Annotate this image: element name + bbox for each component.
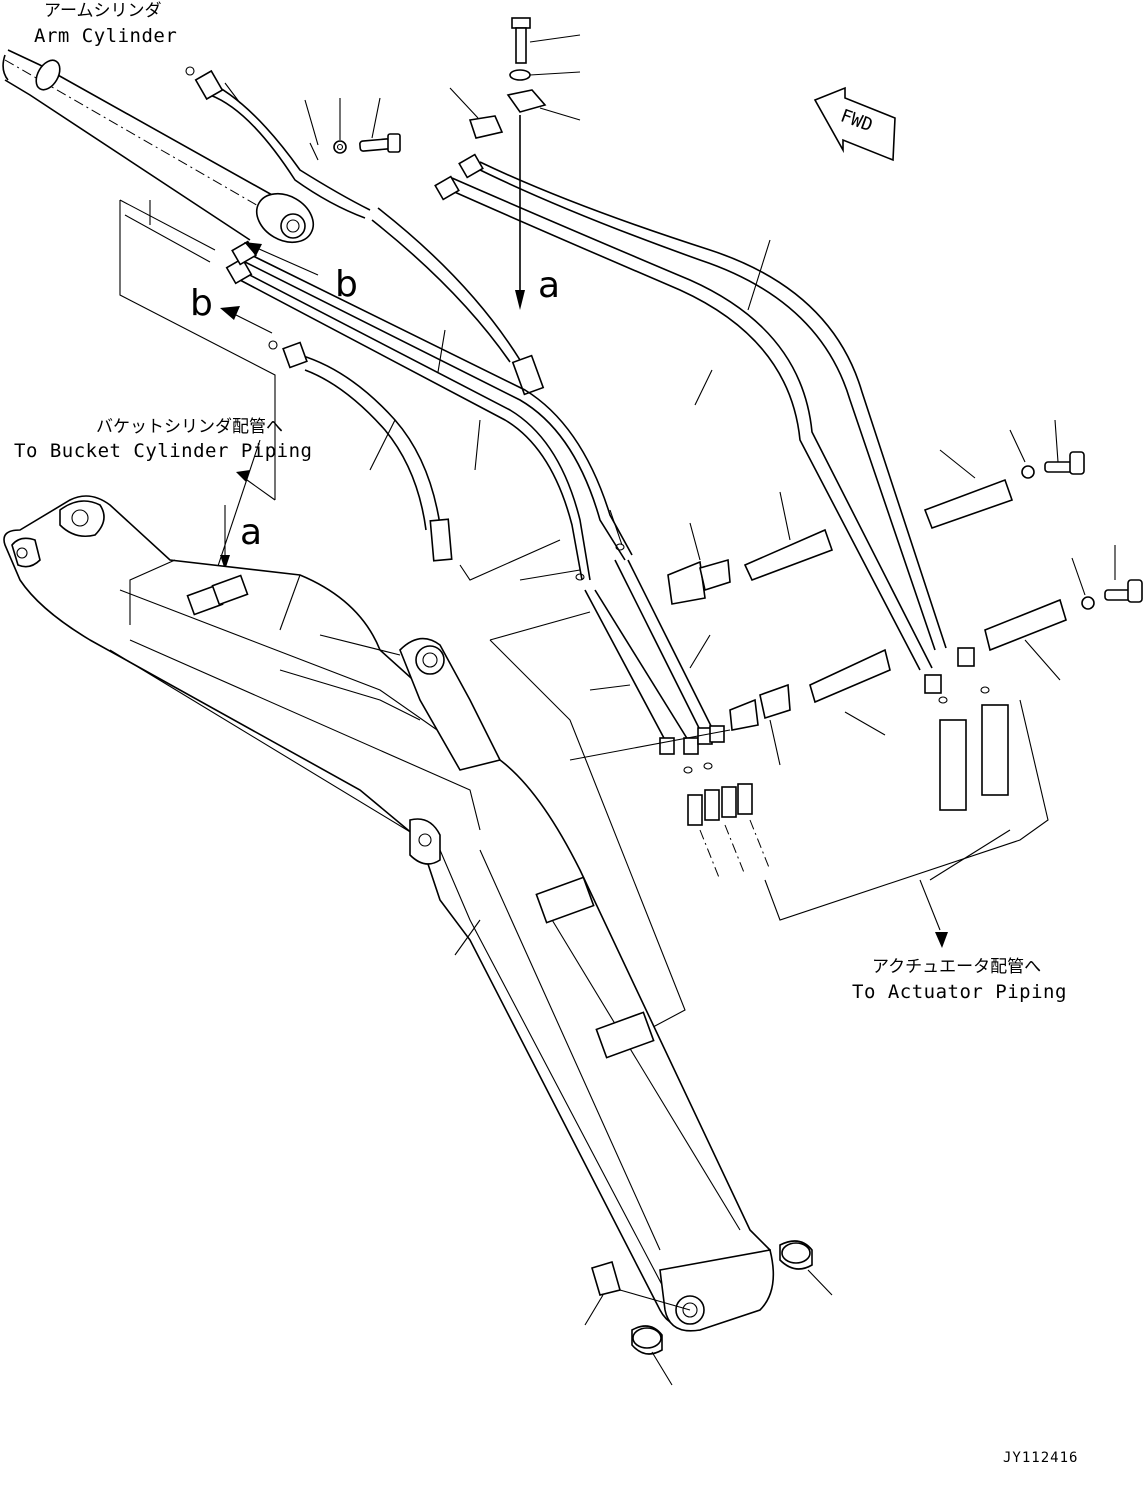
arm-cylinder-hose <box>194 69 545 396</box>
bucket-piping-label-en: To Bucket Cylinder Piping <box>14 440 312 462</box>
arrow-b-markers <box>220 242 319 570</box>
view-b-label-lower: b <box>190 283 213 324</box>
arm-tip-parts <box>584 1240 833 1386</box>
view-a-label-lower: a <box>240 512 262 553</box>
center-clamp <box>449 17 581 310</box>
hose-clamp-parts <box>304 97 401 154</box>
arm-cylinder-label-jp: アームシリンダ <box>44 1 161 21</box>
cylinder-tubes <box>225 240 633 581</box>
arm-body <box>3 495 775 1332</box>
bucket-hose <box>268 340 453 562</box>
view-b-label-upper: b <box>335 264 358 305</box>
arm-cylinder <box>2 49 315 263</box>
arm-cylinder-label-en: Arm Cylinder <box>34 25 177 47</box>
upper-tubes <box>434 153 975 694</box>
actuator-hoses <box>683 686 1009 881</box>
bucket-piping-label-jp: バケットシリンダ配管へ <box>96 417 283 437</box>
actuator-piping-label-jp: アクチュエータ配管へ <box>872 957 1041 977</box>
drawing-code: JY112416 <box>1003 1450 1078 1466</box>
tube-clamps-upper <box>519 419 1143 766</box>
tube-bundle <box>575 543 725 755</box>
actuator-piping-label-en: To Actuator Piping <box>852 981 1067 1003</box>
view-a-label-upper: a <box>538 265 560 306</box>
fwd-arrow-icon: FWD <box>813 86 896 162</box>
